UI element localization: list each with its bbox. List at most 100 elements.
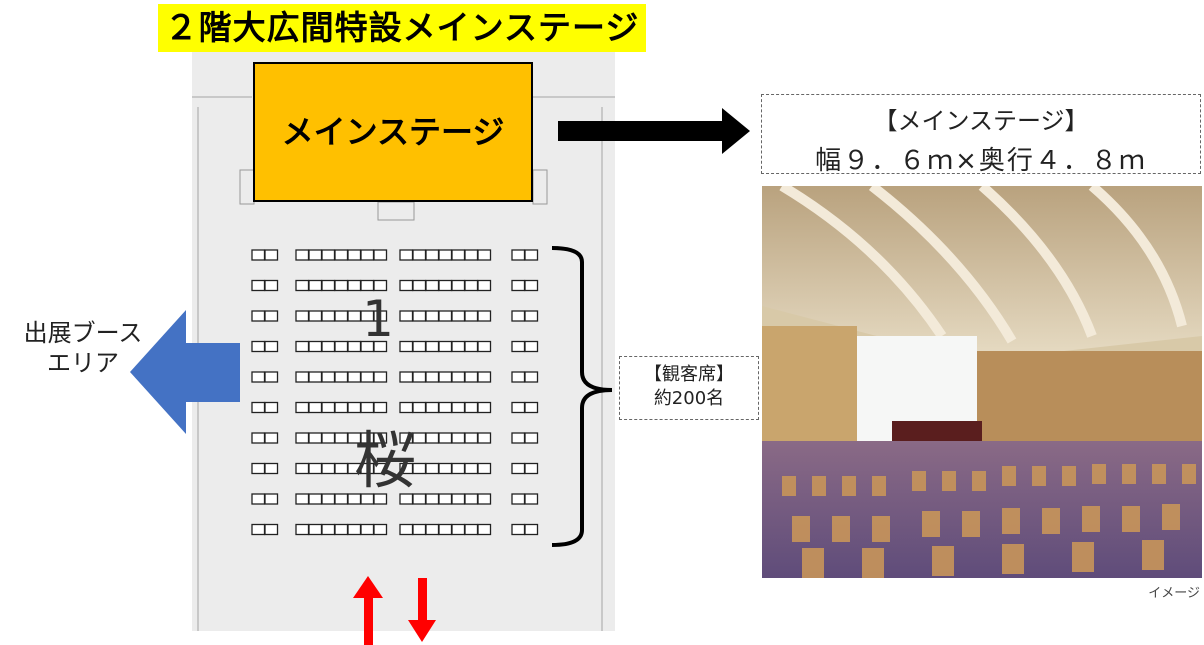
seat	[295, 310, 310, 322]
seat	[399, 340, 414, 353]
seat	[373, 340, 388, 353]
seat	[264, 249, 279, 261]
seat	[511, 310, 526, 322]
seat	[438, 432, 453, 444]
seat	[347, 401, 362, 414]
seat	[425, 249, 440, 261]
seat	[425, 401, 440, 414]
seat	[264, 310, 279, 322]
seat	[334, 371, 349, 383]
stage-note-heading: 【メインステージ】	[873, 107, 1089, 135]
venue-photo	[762, 186, 1202, 578]
seat	[334, 340, 349, 353]
seat	[334, 310, 349, 322]
seat	[438, 462, 453, 475]
seat	[295, 432, 310, 444]
seat	[295, 340, 310, 353]
seat	[524, 249, 539, 261]
seat	[451, 371, 466, 383]
seat	[451, 249, 466, 261]
seat	[308, 249, 323, 261]
seat	[264, 523, 279, 536]
booth-area-label: 出展ブース エリア	[8, 318, 158, 378]
seat	[251, 249, 266, 261]
seat	[425, 371, 440, 383]
seat	[438, 310, 453, 322]
seat	[308, 462, 323, 475]
seat	[477, 249, 492, 261]
seat	[464, 462, 479, 475]
seat	[399, 310, 414, 322]
seat	[334, 523, 349, 536]
seat	[251, 340, 266, 353]
seat	[295, 249, 310, 261]
seat	[524, 371, 539, 383]
seating-chart	[251, 249, 539, 536]
stage-dimensions-note: 【メインステージ】 幅９．６ｍ×奥行４．８ｍ	[761, 94, 1201, 176]
seat	[334, 432, 349, 444]
seat	[464, 371, 479, 383]
main-stage: メインステージ	[253, 62, 533, 202]
seat	[399, 371, 414, 383]
seat	[264, 493, 279, 505]
seat	[524, 493, 539, 505]
seat	[464, 249, 479, 261]
seat	[251, 462, 266, 475]
seat	[251, 310, 266, 322]
seat	[412, 371, 427, 383]
seat	[251, 401, 266, 414]
seat	[295, 371, 310, 383]
seat	[412, 340, 427, 353]
photo-caption: イメージ	[1148, 586, 1200, 601]
seat	[451, 523, 466, 536]
venue-photo-illustration	[762, 186, 1202, 578]
seat	[251, 493, 266, 505]
seat	[477, 279, 492, 292]
seat	[451, 462, 466, 475]
seating-note-capacity: 約200名	[653, 388, 725, 409]
seat	[425, 432, 440, 444]
seat	[347, 371, 362, 383]
seat	[511, 462, 526, 475]
seat	[412, 310, 427, 322]
seat	[425, 462, 440, 475]
seat	[412, 249, 427, 261]
seat	[321, 523, 336, 536]
seat	[321, 401, 336, 414]
seat	[308, 401, 323, 414]
seat	[264, 371, 279, 383]
seat	[438, 340, 453, 353]
seat	[373, 310, 388, 322]
booth-area-line2: エリア	[47, 349, 119, 377]
stage-note-size: 幅９．６ｍ×奥行４．８ｍ	[815, 146, 1147, 176]
seat	[360, 523, 375, 536]
seat	[464, 310, 479, 322]
seat	[295, 493, 310, 505]
seating-bracket	[551, 246, 613, 547]
seat	[438, 249, 453, 261]
seat	[373, 462, 388, 475]
room-name: 桜	[354, 424, 416, 497]
seat	[451, 279, 466, 292]
seat	[321, 249, 336, 261]
seat	[347, 249, 362, 261]
seat	[399, 523, 414, 536]
stage-arrow	[558, 108, 750, 154]
seat	[451, 401, 466, 414]
seat	[251, 432, 266, 444]
seat	[477, 523, 492, 536]
seat	[373, 279, 388, 292]
seat	[295, 401, 310, 414]
seat	[321, 432, 336, 444]
seat	[524, 462, 539, 475]
seat	[511, 371, 526, 383]
seat	[464, 523, 479, 536]
seat	[373, 371, 388, 383]
seat	[373, 249, 388, 261]
seat	[511, 432, 526, 444]
seat	[511, 249, 526, 261]
seat	[334, 279, 349, 292]
seat	[251, 279, 266, 292]
seat	[438, 279, 453, 292]
